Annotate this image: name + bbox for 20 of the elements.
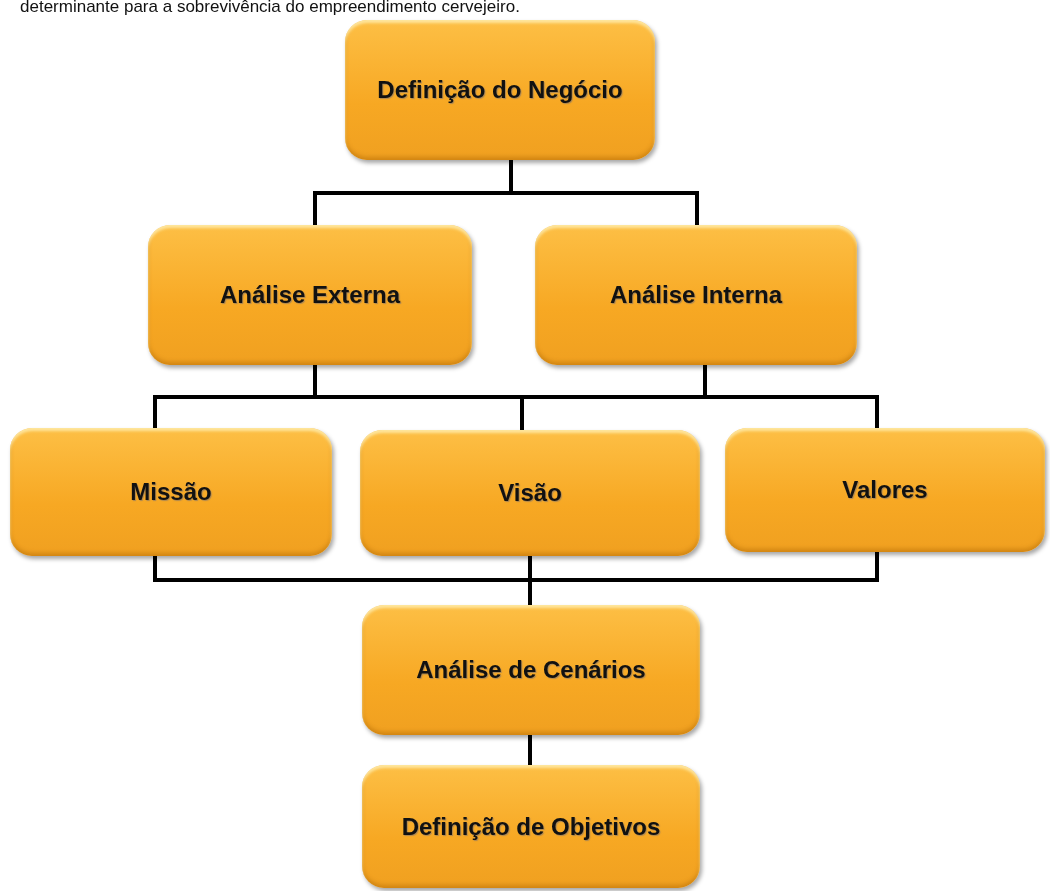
box-label: Missão	[129, 477, 213, 507]
box-label: Análise de Cenários	[415, 655, 647, 685]
box-label: Análise Interna	[608, 280, 784, 310]
box-label: Definição do Negócio	[376, 75, 624, 105]
process-box	[535, 225, 857, 365]
process-box	[148, 225, 472, 365]
process-box	[362, 765, 700, 888]
process-box	[10, 428, 332, 556]
text-line: determinante para a sobrevivência do empreendimento cervejeiro.	[20, 0, 520, 16]
process-box	[362, 605, 700, 735]
process-box	[725, 428, 1045, 552]
box-label: Análise Externa	[218, 280, 402, 310]
connector-line	[509, 160, 699, 225]
box-label: Valores	[841, 475, 929, 505]
process-box	[360, 430, 700, 556]
box-label: Visão	[497, 478, 563, 508]
connector-line	[528, 552, 879, 605]
connector-line	[528, 735, 532, 765]
process-box	[345, 20, 655, 160]
box-label: Definição de Objetivos	[400, 811, 662, 842]
